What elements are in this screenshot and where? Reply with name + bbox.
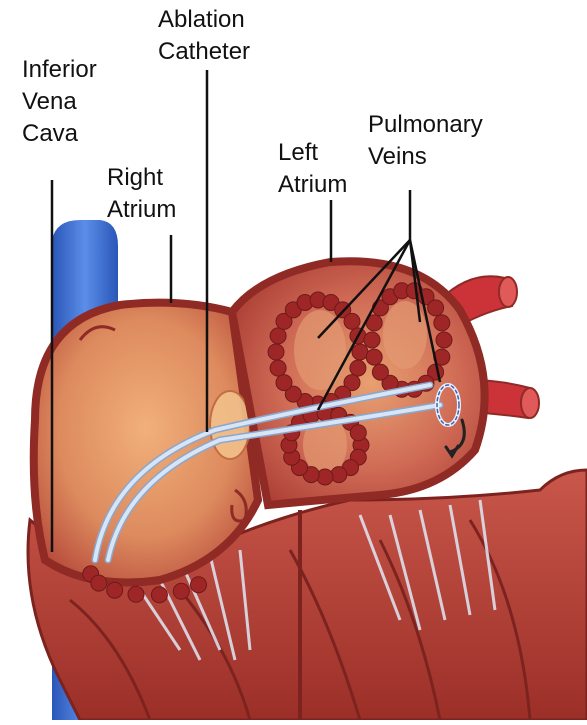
label-line: Pulmonary bbox=[368, 109, 483, 141]
ablation-dot bbox=[107, 582, 123, 598]
ablation-dot bbox=[372, 364, 388, 380]
ablation-dot bbox=[128, 586, 144, 602]
ablation-dot bbox=[428, 300, 444, 316]
ablation-dot bbox=[344, 313, 360, 329]
ablation-dot bbox=[91, 575, 107, 591]
ablation-dot bbox=[317, 469, 333, 485]
ablation-dot bbox=[352, 344, 368, 360]
ablation-dot bbox=[270, 328, 286, 344]
ablation-dot bbox=[350, 425, 366, 441]
label-inferior-vena-cava: Inferior Vena Cava bbox=[22, 54, 97, 150]
ablation-dot bbox=[151, 587, 167, 603]
label-line: Inferior bbox=[22, 54, 97, 86]
ablation-dot bbox=[434, 315, 450, 331]
label-line: Left bbox=[278, 137, 347, 169]
label-ablation-catheter: Ablation Catheter bbox=[158, 4, 250, 68]
ablation-dot bbox=[173, 583, 189, 599]
ablation-dot bbox=[191, 577, 207, 593]
ablation-dot bbox=[350, 360, 366, 376]
label-line: Atrium bbox=[107, 194, 176, 226]
label-line: Catheter bbox=[158, 36, 250, 68]
label-line: Atrium bbox=[278, 169, 347, 201]
label-line: Right bbox=[107, 162, 176, 194]
ablation-dot bbox=[276, 375, 292, 391]
label-pulmonary-veins: Pulmonary Veins bbox=[368, 109, 483, 173]
ablation-dot bbox=[436, 332, 452, 348]
ablation-dot bbox=[268, 344, 284, 360]
label-line: Ablation bbox=[158, 4, 250, 36]
label-line: Vena bbox=[22, 86, 97, 118]
label-line: Veins bbox=[368, 141, 483, 173]
ablation-dot bbox=[331, 467, 347, 483]
label-line: Cava bbox=[22, 118, 97, 150]
label-right-atrium: Right Atrium bbox=[107, 162, 176, 226]
ablation-dot bbox=[364, 332, 380, 348]
ablation-dot bbox=[366, 349, 382, 365]
label-left-atrium: Left Atrium bbox=[278, 137, 347, 201]
ablation-dot bbox=[270, 360, 286, 376]
